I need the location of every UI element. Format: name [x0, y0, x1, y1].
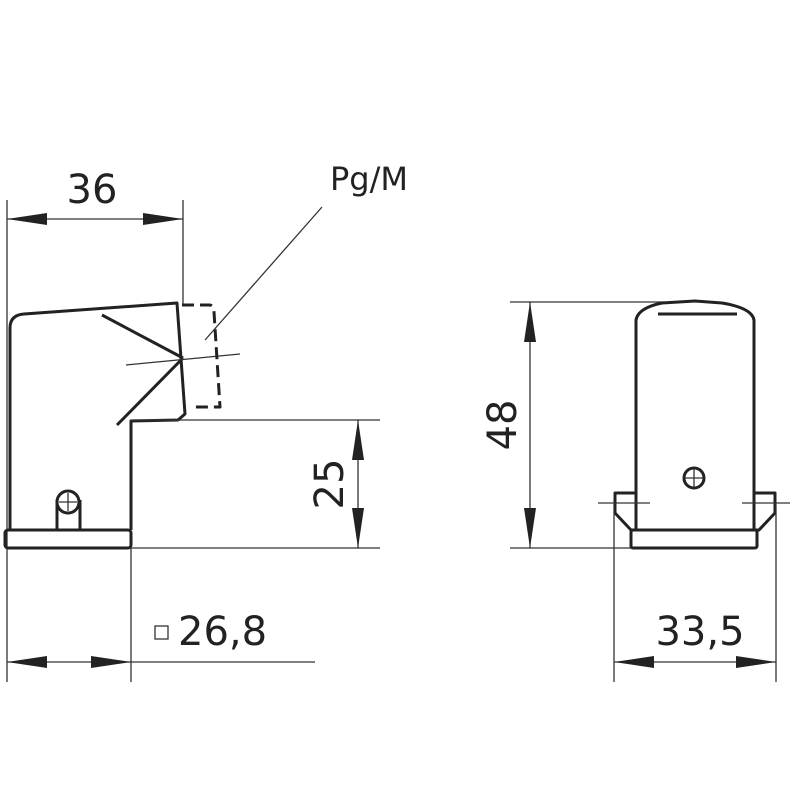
- leader-line-pg: [204, 206, 323, 341]
- dimension-33-5-label: 33,5: [655, 609, 744, 655]
- dimension-25-label: 25: [307, 459, 353, 510]
- hood-outline: [8, 301, 187, 530]
- front-view: 48 33,5: [480, 299, 790, 682]
- dimension-36-label: 36: [67, 167, 118, 213]
- side-view: 36 Pg/M 25 26,8: [3, 160, 408, 682]
- square-symbol-icon: [154, 625, 169, 640]
- flange-left: [613, 491, 636, 532]
- pin-crosshair: [59, 493, 77, 511]
- hood-front-outline: [634, 299, 756, 530]
- dimension-48-label: 48: [480, 400, 526, 451]
- edge-line-lower: [115, 356, 185, 427]
- edge-line-upper: [101, 313, 184, 360]
- locking-pin-head: [55, 489, 81, 515]
- cable-entry-dashed: [182, 303, 222, 409]
- centerline: [125, 353, 241, 366]
- dimension-26-8-label: 26,8: [178, 609, 267, 655]
- front-pin-crosshair: [685, 469, 703, 487]
- base-plate: [3, 528, 133, 550]
- flange-right: [754, 491, 777, 532]
- locking-pin-front: [682, 466, 706, 490]
- front-base-plate: [629, 528, 759, 550]
- cable-entry-label: Pg/M: [330, 160, 408, 198]
